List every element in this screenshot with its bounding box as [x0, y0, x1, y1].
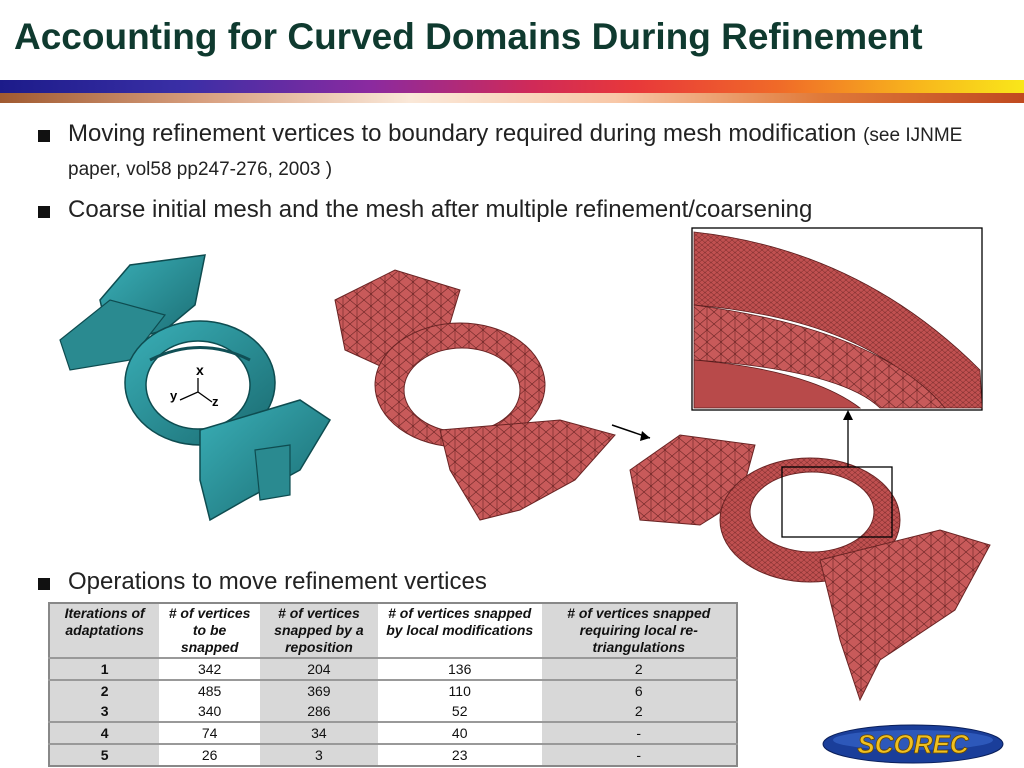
table-cell: 485	[159, 679, 260, 701]
table-row: 4 74 34 40 -	[49, 721, 738, 744]
table-cell: 342	[159, 657, 260, 680]
table-header-cell: # of vertices snapped by a reposition	[259, 603, 379, 658]
bullet-square-icon	[38, 206, 50, 218]
table-header-row: Iterations of adaptations # of vertices …	[49, 603, 738, 658]
table-cell: 286	[259, 701, 379, 722]
zoom-region-box	[781, 466, 893, 538]
table-cell: -	[541, 743, 738, 766]
bullet-item-1: Moving refinement vertices to boundary r…	[38, 118, 998, 186]
table-cell: 136	[378, 657, 542, 680]
table-cell: 6	[541, 679, 738, 701]
table-cell: 340	[159, 701, 260, 722]
bullet-square-icon	[38, 578, 50, 590]
bullet-text: Moving refinement vertices to boundary r…	[68, 120, 857, 147]
title-divider-bar-lower	[0, 93, 1024, 103]
table-header-cell: # of vertices snapped requiring local re…	[541, 603, 738, 658]
logo-text: SCOREC	[857, 729, 969, 759]
title-divider-bar	[0, 80, 1024, 93]
snapping-table: Iterations of adaptations # of vertices …	[48, 602, 738, 767]
table-cell: 3	[259, 743, 379, 766]
table-row: 5 26 3 23 -	[49, 743, 738, 766]
table-cell: 40	[378, 721, 542, 744]
cad-model: x y z	[59, 254, 332, 522]
table-cell: 3	[49, 701, 161, 722]
table-cell: 369	[259, 679, 379, 701]
table-cell: 26	[159, 743, 260, 766]
table-header-cell: # of vertices to be snapped	[159, 603, 260, 658]
table-cell: 2	[541, 701, 738, 722]
bullet-text: Coarse initial mesh and the mesh after m…	[68, 196, 813, 223]
bullet-item-3: Operations to move refinement vertices	[38, 566, 487, 598]
table-cell: 4	[49, 721, 161, 744]
table-cell: -	[541, 721, 738, 744]
table-header-cell: # of vertices snapped by local modificat…	[378, 603, 542, 658]
table-row: 2 485 369 110 6	[49, 679, 738, 701]
table-cell: 74	[159, 721, 260, 744]
bullet-reference: (see IJNME paper, vol58 pp247-276, 2003 …	[68, 125, 963, 180]
bullet-list: Moving refinement vertices to boundary r…	[38, 118, 998, 226]
table-row: 1 342 204 136 2	[49, 657, 738, 680]
bullet-text: Operations to move refinement vertices	[68, 568, 487, 595]
axis-y-label: y	[170, 388, 178, 403]
axis-z-label: z	[212, 394, 219, 409]
axis-x-label: x	[196, 362, 204, 378]
table-header-cell: Iterations of adaptations	[49, 603, 161, 658]
table-cell: 2	[541, 657, 738, 680]
scorec-logo: SCOREC	[822, 724, 1004, 764]
table-cell: 52	[378, 701, 542, 722]
table-cell: 5	[49, 743, 161, 766]
table-cell: 204	[259, 657, 379, 680]
table-cell: 1	[49, 657, 161, 680]
table-row: 3 340 286 52 2	[49, 701, 738, 722]
table-cell: 34	[259, 721, 379, 744]
table-cell: 110	[378, 679, 542, 701]
coarse-mesh	[334, 269, 616, 521]
bullet-square-icon	[38, 130, 50, 142]
zoomed-inset	[691, 227, 983, 411]
table-cell: 2	[49, 679, 161, 701]
bullet-item-2: Coarse initial mesh and the mesh after m…	[38, 194, 998, 226]
table-cell: 23	[378, 743, 542, 766]
refined-mesh	[629, 434, 991, 702]
slide-title: Accounting for Curved Domains During Ref…	[14, 16, 923, 57]
